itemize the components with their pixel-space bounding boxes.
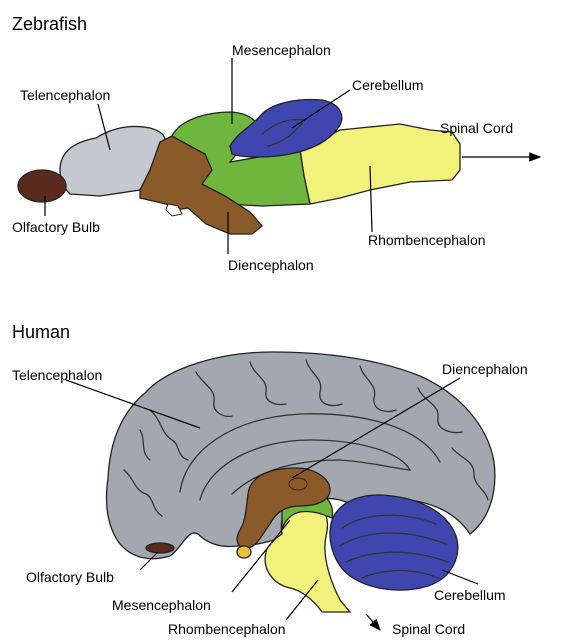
human-pituitary-region (237, 546, 251, 558)
human-telencephalon-label: Telencephalon (12, 367, 102, 383)
zf-telencephalon-label: Telencephalon (20, 87, 110, 103)
zf-olfactory-bulb-label: Olfactory Bulb (12, 219, 100, 235)
human-panel: Human (12, 322, 528, 637)
human-cerebellum-label: Cerebellum (434, 587, 506, 603)
zf-cerebellum-label: Cerebellum (352, 77, 424, 93)
human-cerebellum-leader (442, 570, 478, 584)
zf-olfactory-bulb-region (18, 170, 66, 202)
zebrafish-heading: Zebrafish (12, 14, 87, 34)
human-cerebellum-region (330, 495, 458, 590)
zf-mesencephalon-label: Mesencephalon (232, 42, 331, 58)
zebrafish-panel: Zebrafish Telencephalon Mesencephalon Ce… (12, 14, 540, 273)
human-olfactory-bulb-region (146, 543, 174, 553)
zf-spinal-cord-label: Spinal Cord (440, 120, 513, 136)
zf-rhombencephalon-label: Rhombencephalon (368, 232, 486, 248)
human-spinal-cord-arrow (366, 614, 380, 630)
human-olfactory-bulb-label: Olfactory Bulb (26, 569, 114, 585)
human-heading: Human (12, 322, 70, 342)
human-rhombencephalon-label: Rhombencephalon (168, 621, 286, 637)
zf-diencephalon-label: Diencephalon (228, 257, 314, 273)
human-mesencephalon-label: Mesencephalon (112, 597, 211, 613)
human-diencephalon-label: Diencephalon (442, 361, 528, 377)
human-spinal-cord-label: Spinal Cord (392, 621, 465, 637)
